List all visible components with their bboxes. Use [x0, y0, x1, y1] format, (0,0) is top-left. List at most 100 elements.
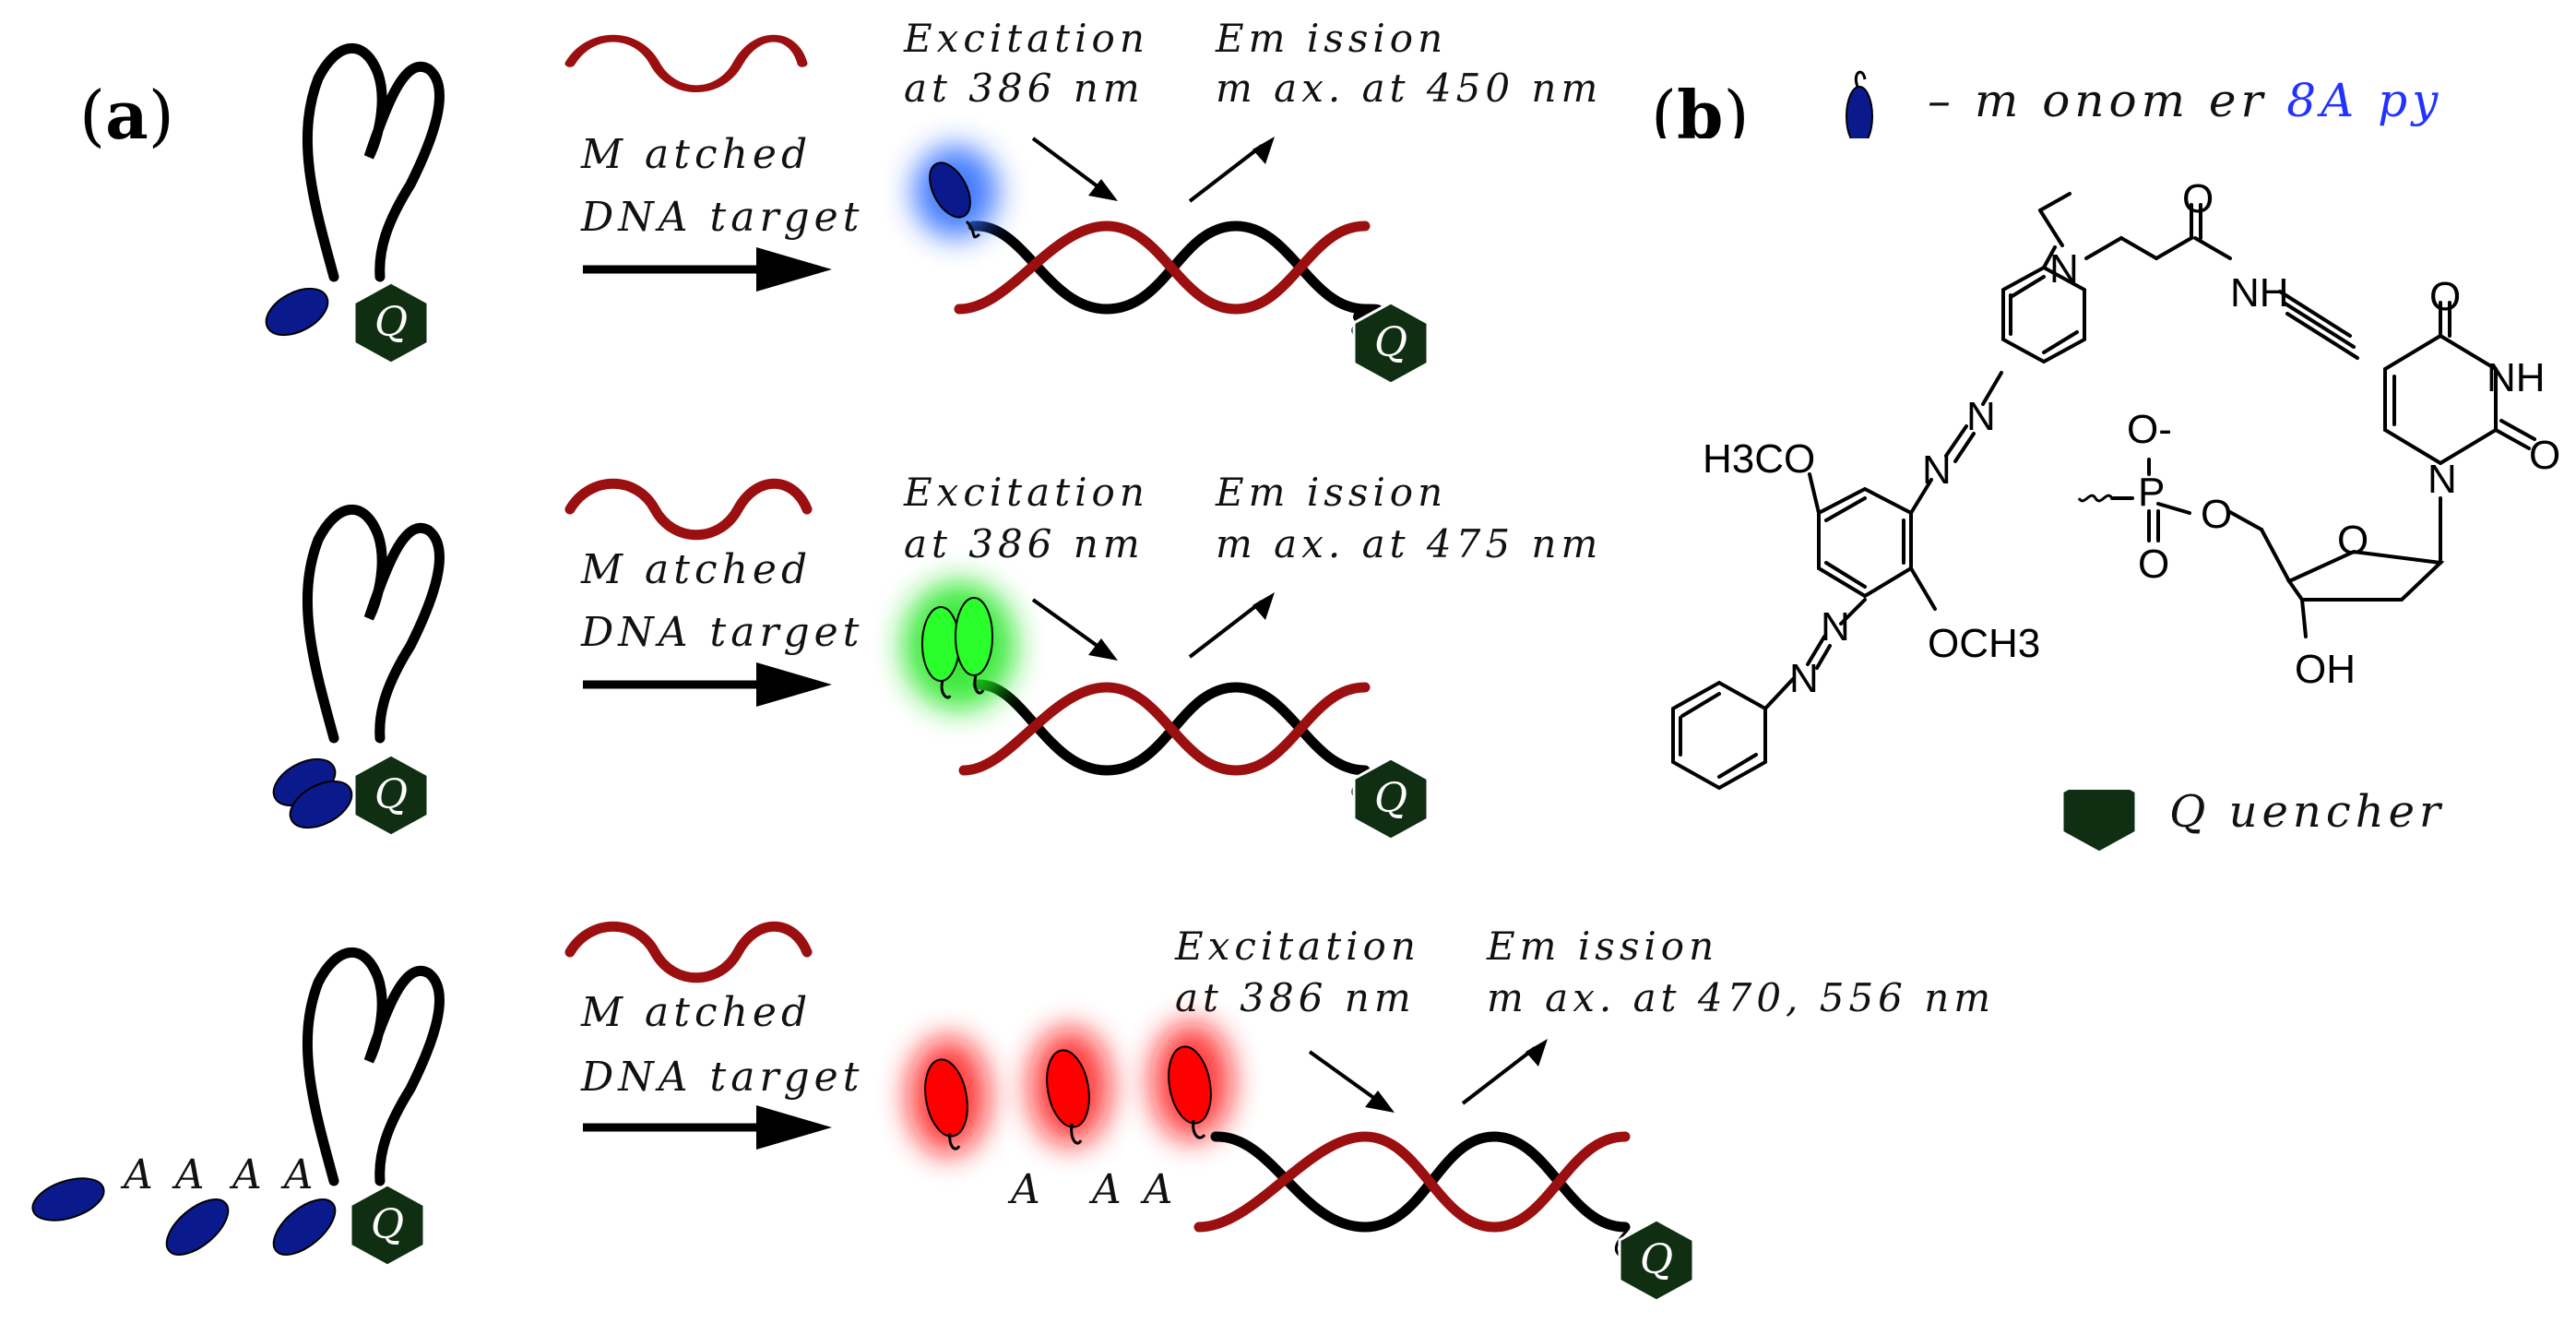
- svg-text:Q: Q: [1374, 775, 1407, 822]
- hairpin-probe: Q: [272, 504, 445, 838]
- svg-text:O: O: [2337, 518, 2368, 563]
- quencher-icon: Q: [1352, 301, 1430, 386]
- matched-label: M atched: [580, 546, 812, 593]
- svg-text:O: O: [2529, 433, 2560, 478]
- svg-text:m ax. at 475 nm: m ax. at 475 nm: [1216, 521, 1602, 566]
- svg-text:P: P: [2138, 470, 2165, 515]
- duplex: [1193, 1131, 1631, 1258]
- monomer-8apy-icon: [165, 1198, 230, 1256]
- svg-text:Q: Q: [1374, 319, 1407, 366]
- excitation-label: Excitation at 386 nm: [903, 470, 1149, 566]
- svg-text:Excitation: Excitation: [1174, 924, 1420, 969]
- quencher-icon: Q: [349, 1183, 426, 1268]
- emission-arrow: [1461, 1039, 1548, 1105]
- matched-label: M atched: [580, 131, 812, 178]
- svg-text:N: N: [1922, 447, 1952, 493]
- svg-text:m ax. at 450 nm: m ax. at 450 nm: [1216, 66, 1602, 111]
- emission-label: Em ission m ax. at 475 nm: [1215, 470, 1602, 566]
- monomer-8apy-icon: [1846, 86, 1873, 147]
- hairpin-probe: Q: [265, 42, 445, 365]
- monomer-8apy-icon: [31, 1177, 105, 1222]
- monomer-8apy-icon: [921, 606, 960, 682]
- quencher-icon: Q: [1618, 1218, 1695, 1303]
- svg-text:Q: Q: [374, 771, 408, 818]
- row-3: A A A A Q M atched DNA target Excitation…: [31, 921, 1990, 1303]
- svg-text:N: N: [2049, 246, 2079, 292]
- svg-text:at 386 nm: at 386 nm: [904, 521, 1145, 566]
- emission-label: Em ission m ax. at 450 nm: [1215, 16, 1602, 111]
- reaction-arrow: [583, 1105, 832, 1150]
- target-strand-icon: [564, 478, 813, 541]
- svg-text:O: O: [2138, 542, 2169, 587]
- duplex: [954, 220, 1383, 339]
- chemical-structure: N N OCH3 H3CO N N: [1671, 176, 2560, 791]
- svg-text:O-: O-: [2127, 407, 2172, 452]
- excitation-label: Excitation at 386 nm: [903, 16, 1149, 111]
- svg-text:Em ission: Em ission: [1215, 470, 1447, 515]
- excitation-arrow: [1308, 1050, 1395, 1113]
- svg-text:O: O: [2201, 492, 2232, 537]
- excitation-arrow: [1031, 598, 1118, 661]
- svg-text:– m onom er 8A py: – m onom er 8A py: [1928, 74, 2442, 127]
- svg-text:at 386 nm: at 386 nm: [1175, 975, 1416, 1020]
- emission-label: Em ission m ax. at 470, 556 nm: [1486, 924, 1990, 1020]
- reaction-arrow: [583, 247, 832, 292]
- spacer-label: A A: [120, 1151, 209, 1198]
- emission-arrow: [1188, 592, 1275, 659]
- target-strand-icon: [564, 921, 813, 983]
- monomer-8apy-icon: [1168, 1045, 1212, 1125]
- svg-text:at 386 nm: at 386 nm: [904, 66, 1145, 111]
- green-glow: [902, 581, 1016, 710]
- svg-text:N: N: [1966, 394, 1996, 439]
- hairpin-probe: A A A A Q: [31, 947, 445, 1268]
- monomer-legend: – m onom er 8A py: [1846, 70, 2442, 147]
- svg-text:H3CO: H3CO: [1703, 436, 1815, 482]
- svg-text:Em ission: Em ission: [1215, 16, 1447, 61]
- matched-label: M atched: [580, 989, 812, 1036]
- dna-target-label: DNA target: [580, 609, 863, 656]
- reaction-arrow: [583, 662, 832, 707]
- svg-text:Em ission: Em ission: [1486, 924, 1718, 969]
- panel-a-label: (a): [79, 76, 174, 154]
- monomer-8apy-icon: [1046, 1049, 1090, 1128]
- monomer-name: 8A py: [2286, 74, 2442, 127]
- svg-text:N: N: [1821, 604, 1850, 650]
- panel-b: (b) – m onom er 8A py Q uencher: [1632, 70, 2576, 854]
- target-strand-icon: [564, 34, 808, 93]
- svg-text:O: O: [2429, 274, 2461, 319]
- monomer-8apy-icon: [272, 1198, 337, 1256]
- excitation-arrow: [1031, 137, 1118, 201]
- monomer-8apy-icon: [289, 780, 353, 829]
- svg-text:Q: Q: [1640, 1236, 1673, 1283]
- svg-text:OH: OH: [2295, 647, 2356, 692]
- svg-text:Q: Q: [374, 299, 408, 346]
- quencher-legend: Q uencher: [2060, 769, 2445, 854]
- quencher-icon: Q: [352, 280, 430, 365]
- svg-text:Excitation: Excitation: [903, 470, 1149, 515]
- spacer-label: A: [1007, 1166, 1045, 1213]
- monomer-8apy-icon: [955, 597, 993, 676]
- blue-glow: [913, 146, 998, 239]
- row-2: Q M atched DNA target Excitation at 386 …: [272, 470, 1602, 841]
- panel-a: (a) Q M atched DNA target Excitation at …: [31, 16, 1990, 1303]
- spacer-label: A A: [1088, 1166, 1178, 1213]
- svg-text:N: N: [2428, 457, 2457, 502]
- svg-text:Excitation: Excitation: [903, 16, 1149, 61]
- monomer-8apy-icon: [265, 287, 329, 337]
- monomer-8apy-icon: [924, 1058, 968, 1138]
- row-1: Q M atched DNA target Excitation at 386 …: [265, 16, 1602, 386]
- excitation-label: Excitation at 386 nm: [1174, 924, 1420, 1020]
- svg-text:O: O: [2182, 176, 2214, 221]
- svg-text:N: N: [1789, 656, 1819, 701]
- dna-target-label: DNA target: [580, 194, 863, 241]
- emission-arrow: [1188, 137, 1275, 203]
- quencher-label: Q uencher: [2169, 786, 2445, 838]
- red-glow-monomers: [908, 1022, 1232, 1155]
- quencher-icon: Q: [1352, 757, 1430, 841]
- quencher-icon: Q: [352, 753, 430, 838]
- svg-text:NH: NH: [2487, 355, 2546, 400]
- svg-text:OCH3: OCH3: [1928, 621, 2040, 666]
- spacer-label: A A: [229, 1151, 318, 1198]
- svg-text:Q: Q: [371, 1201, 404, 1248]
